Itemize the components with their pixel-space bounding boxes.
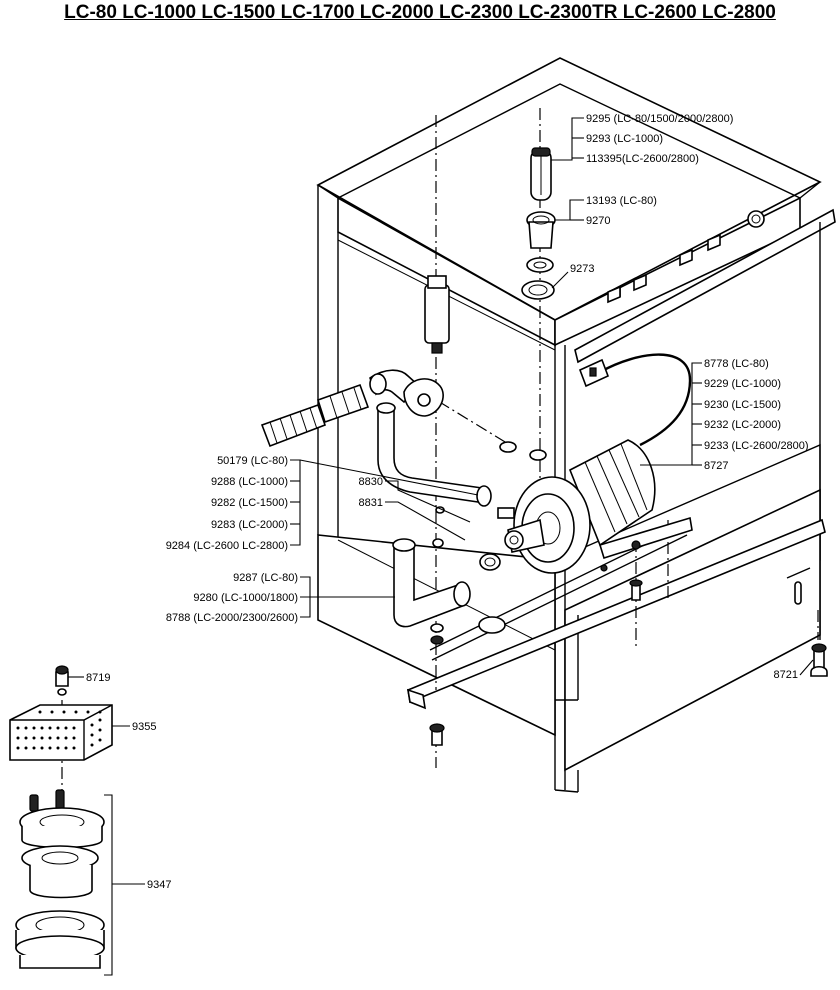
pump-motor-icon [429,439,828,746]
callout-9230: 9230 (LC-1500) [704,399,781,411]
callout-9270: 9270 [586,215,610,227]
callout-9293: 9293 (LC-1000) [586,133,663,145]
callout-113395: 113395(LC-2600/2800) [586,153,699,165]
callout-9273: 9273 [570,263,594,275]
callout-50179: 50179 (LC-80) [217,455,288,467]
leader-lines [68,117,814,976]
callout-8830: 8830 [359,476,383,488]
callout-8831: 8831 [359,497,383,509]
control-panel [607,210,765,304]
callout-9233: 9233 (LC-2600/2800) [704,440,809,452]
callout-9283: 9283 (LC-2000) [211,519,288,531]
callout-8719: 8719 [86,672,110,684]
callout-13193: 13193 (LC-80) [586,195,657,207]
page-title: LC-80 LC-1000 LC-1500 LC-1700 LC-2000 LC… [64,2,776,23]
callout-9284: 9284 (LC-2600 LC-2800) [166,540,288,552]
nozzle-assembly-icon [521,147,556,300]
callout-9229: 9229 (LC-1000) [704,378,781,390]
callout-labels: 9295 (LC-80/1500/2000/2800) 9293 (LC-100… [86,113,809,891]
callout-8727: 8727 [704,460,728,472]
callout-9280: 9280 (LC-1000/1800) [193,592,298,604]
callout-9347: 9347 [147,879,171,891]
hose-assembly-icon [260,369,547,645]
callout-8788: 8788 (LC-2000/2300/2600) [166,612,298,624]
callout-8721: 8721 [774,669,798,681]
callout-9295: 9295 (LC-80/1500/2000/2800) [586,113,733,125]
dishwasher-body-icon [316,57,836,793]
callout-9232: 9232 (LC-2000) [704,419,781,431]
callout-8778: 8778 (LC-80) [704,358,769,370]
strainer-assembly-icon [15,789,105,969]
callout-9355: 9355 [132,721,156,733]
filter-block-icon [9,665,113,761]
callout-9287: 9287 (LC-80) [233,572,298,584]
heater-cartridge-icon [424,275,450,354]
callout-9282: 9282 (LC-1500) [211,497,288,509]
power-cord-icon [578,353,692,447]
callout-9288: 9288 (LC-1000) [211,476,288,488]
